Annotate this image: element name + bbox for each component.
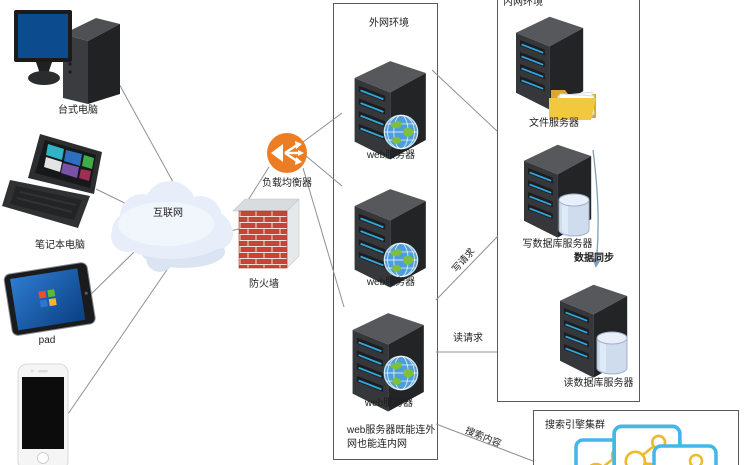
inner-zone-title: 内网环境 (503, 0, 543, 8)
desktop-computer-icon (14, 10, 120, 104)
cloud-icon (111, 181, 233, 272)
desktop-computer-label: 台式电脑 (58, 105, 98, 116)
inner-network-zone-box (497, 0, 640, 402)
graph-card-icon (652, 444, 718, 465)
web-server-1-label: web服务器 (366, 150, 416, 161)
outer-network-zone-box (333, 3, 438, 460)
web-server-2-label: web服务器 (366, 277, 416, 288)
laptop-label: 笔记本电脑 (35, 240, 85, 251)
tablet-icon (3, 262, 96, 336)
web-server-3-label: web服务器 (364, 398, 414, 409)
write-db-server-label: 写数据库服务器 (522, 239, 593, 250)
laptop-icon (2, 134, 102, 228)
data-sync-arrow (592, 149, 602, 268)
data-sync-label: 数据同步 (574, 253, 614, 264)
internet-label: 互联网 (153, 208, 183, 219)
file-server-label: 文件服务器 (529, 118, 579, 129)
search-cluster-title: 搜索引擎集群 (545, 420, 605, 431)
outer-zone-note: web服务器既能连外网也能连内网 (347, 425, 436, 450)
outer-zone-title: 外网环境 (369, 18, 409, 29)
firewall-label: 防火墙 (249, 279, 279, 290)
read-db-server-label: 读数据库服务器 (563, 378, 634, 389)
split-arrows-icon (267, 133, 307, 173)
database-cylinder-icon (556, 192, 592, 238)
globe-icon (383, 114, 419, 150)
folder-icon (548, 80, 600, 122)
globe-icon (383, 242, 419, 278)
search-cluster-box (533, 410, 739, 465)
globe-icon (383, 355, 419, 391)
brick-wall-icon (232, 198, 300, 269)
tablet-label: pad (38, 335, 56, 346)
load-balancer-label: 负载均衡器 (262, 178, 312, 189)
read-request-label: 读请求 (453, 333, 483, 344)
smartphone-icon (17, 363, 69, 465)
database-cylinder-icon (594, 330, 630, 376)
